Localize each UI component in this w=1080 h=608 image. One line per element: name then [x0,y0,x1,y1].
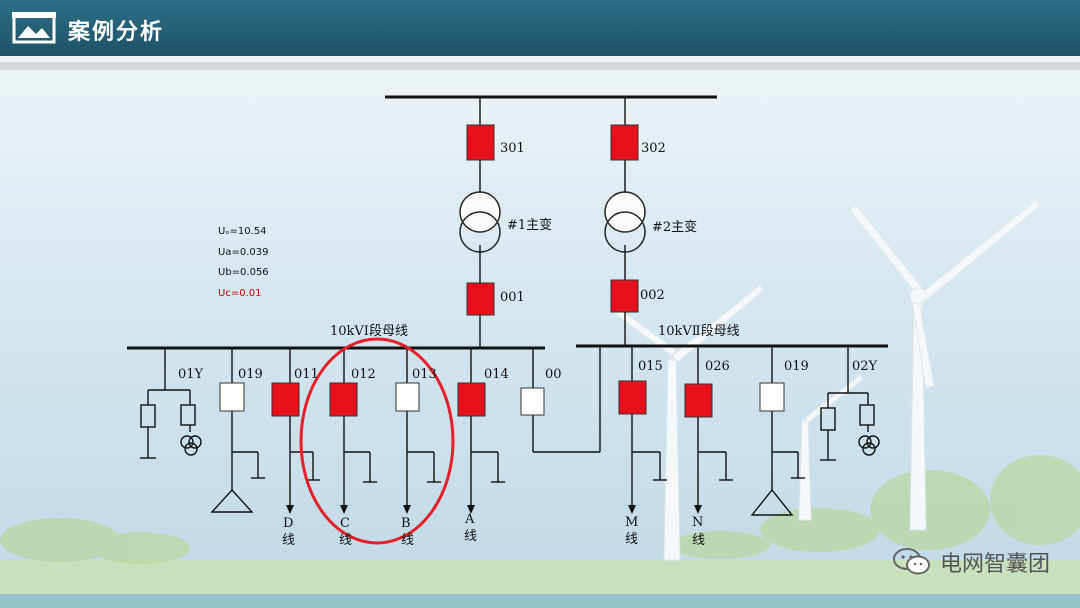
breaker-019 [219,382,245,412]
line-suffix: 线 [282,533,295,548]
breaker-013 [395,382,420,412]
line-suffix: 线 [401,533,414,548]
transformer-label-1: #1主变 [507,217,552,233]
feeder-label: 019 [238,367,263,382]
feeder-label: 02Y [852,359,878,374]
watermark-text: 电网智囊团 [939,552,1050,577]
feeder-label: 013 [412,367,437,382]
breaker-012 [329,382,358,417]
breaker-019-right [759,382,785,412]
breaker-002 [610,279,639,313]
breaker-label-301: 301 [500,141,525,156]
measurement-u0: Uₒ=10.54 [218,226,266,237]
breaker-label-001: 001 [500,290,525,305]
breaker-label-302: 302 [641,141,666,156]
line-suffix: 线 [625,532,638,547]
breaker-301 [466,124,495,161]
wind-turbine-icon [609,199,1041,561]
feeder-label: 019 [784,359,809,374]
line-suffix: 线 [464,529,477,544]
breaker-026 [684,383,713,418]
line-suffix: 线 [339,533,352,548]
breaker-label-002: 002 [640,288,665,303]
feeder-label: 00 [545,367,562,382]
bus-label-1: 10kVⅠ段母线 [330,324,408,339]
page-title: 案例分析 [68,20,165,45]
line-letter-d: D [283,516,293,531]
highlight-ellipse [299,337,455,545]
feeder-label: 015 [638,359,663,374]
tree-silhouettes [0,455,1080,564]
feeder-label: 01Y [178,367,204,382]
header-divider [0,62,1080,70]
breaker-014 [457,382,486,417]
feeder-label: 026 [705,359,730,374]
line-letter-b: B [401,516,411,531]
presentation-icon [12,12,56,44]
measurement-ub: Ub=0.056 [218,267,269,278]
breaker-001 [466,282,495,316]
line-suffix: 线 [692,533,705,548]
transformer-label-2: #2主变 [652,219,697,235]
line-letter-c: C [340,516,350,531]
line-end-arrows [286,505,702,514]
feeder-label: 012 [351,367,376,382]
feeder-label: 011 [294,367,319,382]
watermark: 电网智囊团 [892,546,1050,578]
line-letter-a: A [464,512,475,527]
breaker-011 [271,382,300,417]
feeder-label: 014 [484,367,509,382]
bus-label-2: 10kVⅡ段母线 [658,324,740,339]
measurement-uc: Uc=0.01 [218,288,261,299]
breaker-015 [618,380,647,415]
line-letter-n: N [692,515,703,530]
breaker-302 [610,124,639,161]
header-bar: 案例分析 [0,0,1080,56]
measurement-ua: Ua=0.039 [218,247,268,258]
breaker-00 [520,387,545,416]
wechat-icon [892,548,930,575]
line-letter-m: M [625,515,638,530]
